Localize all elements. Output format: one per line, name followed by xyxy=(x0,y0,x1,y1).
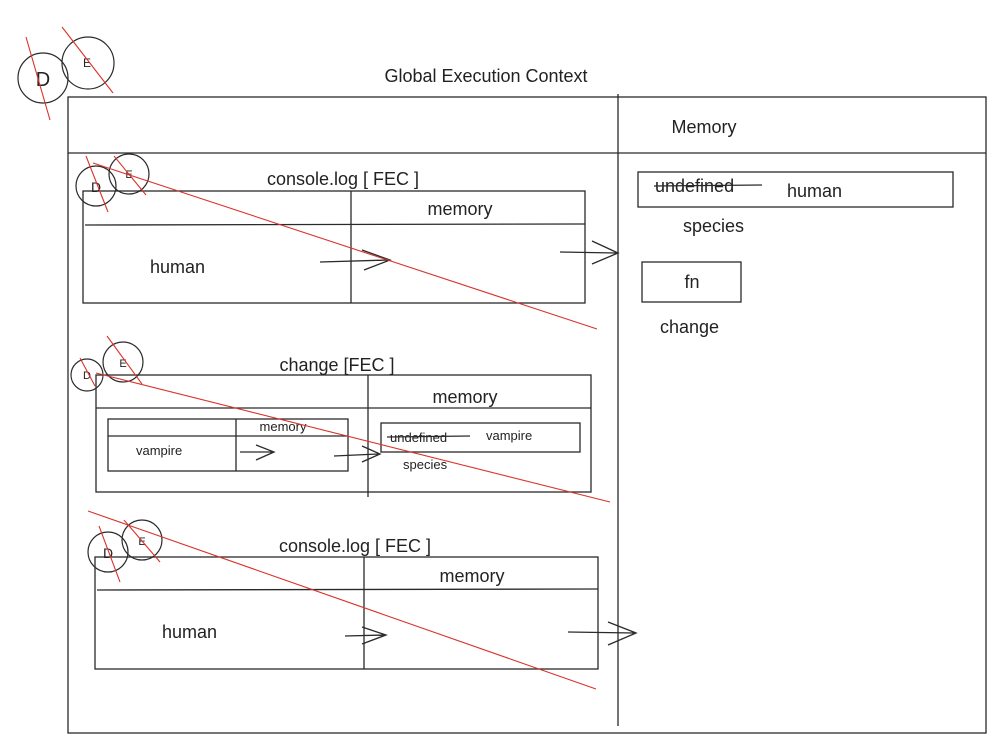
context-box xyxy=(95,374,592,493)
strike-line xyxy=(25,36,51,121)
context-title: console.log [ FEC ] xyxy=(279,536,431,556)
context-change: change [FEC ] memory memory vampire unde… xyxy=(70,335,611,503)
e-marker-label: E xyxy=(138,536,145,548)
strikethrough xyxy=(386,435,471,438)
global-context-box xyxy=(67,96,987,734)
change-slot xyxy=(641,261,742,303)
memory-label: memory xyxy=(427,199,492,219)
species-name: species xyxy=(403,457,448,472)
e-marker-circle xyxy=(108,153,150,195)
d-marker-label: D xyxy=(103,545,113,561)
context-box xyxy=(82,190,586,304)
code-text: human xyxy=(162,622,217,642)
arrow xyxy=(240,444,276,461)
strike-line xyxy=(61,26,114,94)
e-marker-label: E xyxy=(83,56,91,70)
arrow xyxy=(333,445,382,463)
inner-memory-label: memory xyxy=(260,419,307,434)
species-value: human xyxy=(787,181,842,201)
d-marker-circle xyxy=(87,531,129,573)
strike-line xyxy=(106,335,143,385)
inner-code-text: vampire xyxy=(136,443,182,458)
context-box xyxy=(94,556,599,670)
context-divider xyxy=(84,223,586,226)
inner-context-box xyxy=(107,418,349,472)
change-name: change xyxy=(660,317,719,337)
species-slot xyxy=(637,171,954,208)
d-marker-label: D xyxy=(83,370,91,382)
context-console-log-2: console.log [ FEC ] memory human D E xyxy=(87,510,638,690)
species-slot xyxy=(380,422,581,453)
d-marker-circle xyxy=(75,165,117,207)
e-marker-circle xyxy=(121,519,163,561)
strikethrough xyxy=(653,184,763,187)
code-text: human xyxy=(150,257,205,277)
context-title: console.log [ FEC ] xyxy=(267,169,419,189)
strike-line xyxy=(79,357,96,387)
change-value: fn xyxy=(684,272,699,292)
arrow xyxy=(559,240,620,265)
context-title: change [FEC ] xyxy=(279,355,394,375)
d-marker-circle xyxy=(17,52,69,104)
d-marker-label: D xyxy=(91,179,101,195)
strike-line xyxy=(87,510,597,690)
strike-line xyxy=(92,162,598,330)
context-divider xyxy=(96,588,599,591)
arrow xyxy=(344,626,388,645)
context-console-log-1: console.log [ FEC ] memory human D E xyxy=(75,153,620,330)
d-marker-label: D xyxy=(36,69,50,91)
global-memory-label: Memory xyxy=(671,117,736,137)
strike-line xyxy=(123,519,161,563)
memory-label: memory xyxy=(439,566,504,586)
arrow xyxy=(319,249,392,271)
e-marker-circle xyxy=(102,341,144,383)
species-old-value: undefined xyxy=(390,430,447,445)
global-context-title: Global Execution Context xyxy=(384,66,587,86)
e-marker-circle xyxy=(61,36,115,90)
strike-line xyxy=(85,155,109,213)
memory-label: memory xyxy=(432,387,497,407)
strike-line xyxy=(95,372,611,503)
global-memory-slots: undefined human species fn change xyxy=(637,171,954,337)
corner-markers: D E xyxy=(17,26,115,121)
arrow xyxy=(567,621,638,646)
e-marker-label: E xyxy=(119,358,126,370)
species-value: vampire xyxy=(486,428,532,443)
species-name: species xyxy=(683,216,744,236)
strike-line xyxy=(98,525,121,583)
